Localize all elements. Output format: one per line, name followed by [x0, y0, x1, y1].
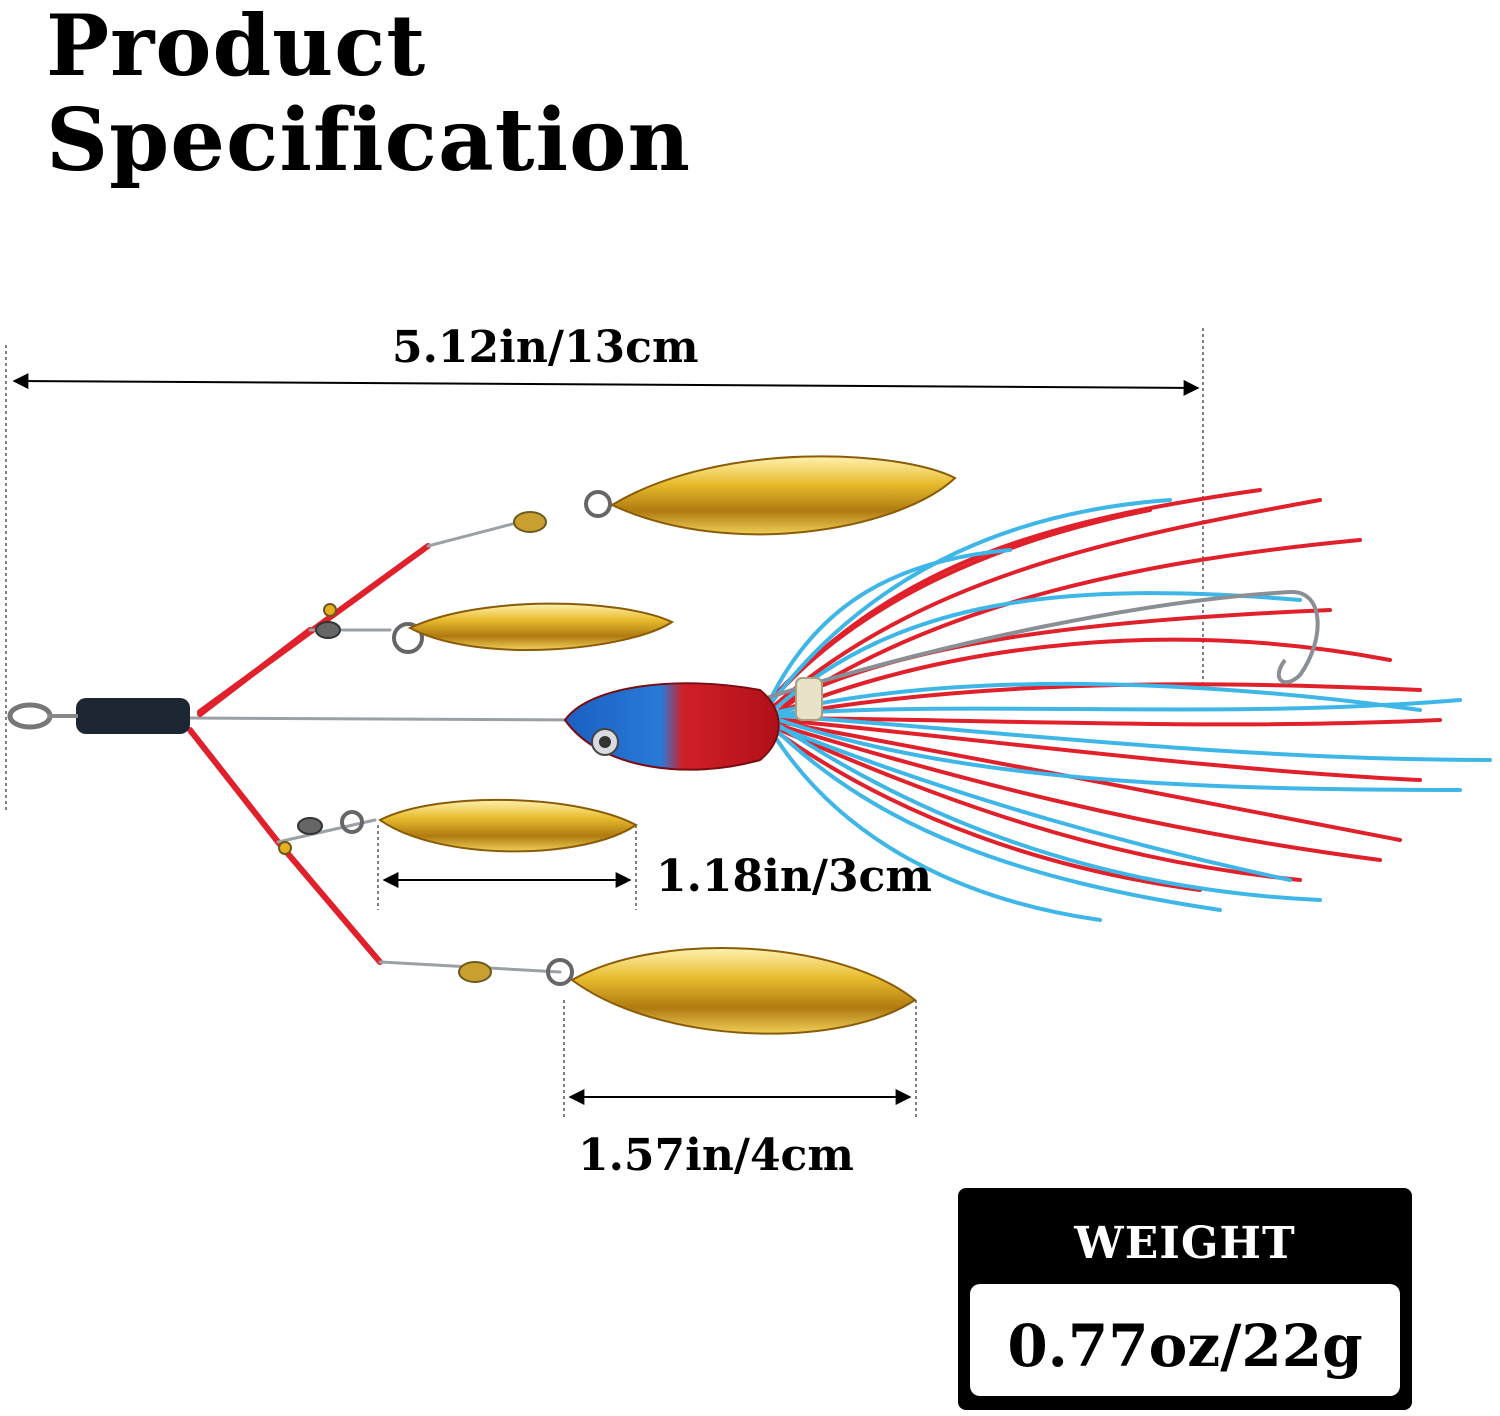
weight-label: WEIGHT	[1074, 1218, 1296, 1269]
blade-top-small	[407, 602, 675, 651]
small-blade-length-label: 1.18in/3cm	[656, 851, 932, 902]
title-line-2: Specification	[46, 90, 692, 191]
wire-frame	[187, 520, 582, 974]
skirt	[768, 488, 1492, 922]
weight-value-box: 0.77oz/22g	[970, 1284, 1400, 1396]
swivels	[278, 511, 547, 983]
split-rings	[340, 490, 612, 986]
title-line-1: Product	[46, 0, 427, 95]
weight-panel: WEIGHT 0.77oz/22g	[958, 1188, 1412, 1410]
hook	[759, 589, 1320, 702]
blade-bottom-small	[378, 798, 638, 853]
large-blade-length-label: 1.57in/4cm	[578, 1130, 854, 1181]
weight-value: 0.77oz/22g	[1007, 1312, 1363, 1380]
blades	[378, 455, 957, 1035]
dimension-lines	[5, 328, 1204, 1120]
blade-top-large	[609, 455, 957, 536]
blade-bottom-large	[570, 947, 917, 1035]
line-tie	[7, 698, 190, 734]
lure-head	[563, 677, 823, 771]
overall-length-label: 5.12in/13cm	[392, 322, 699, 373]
